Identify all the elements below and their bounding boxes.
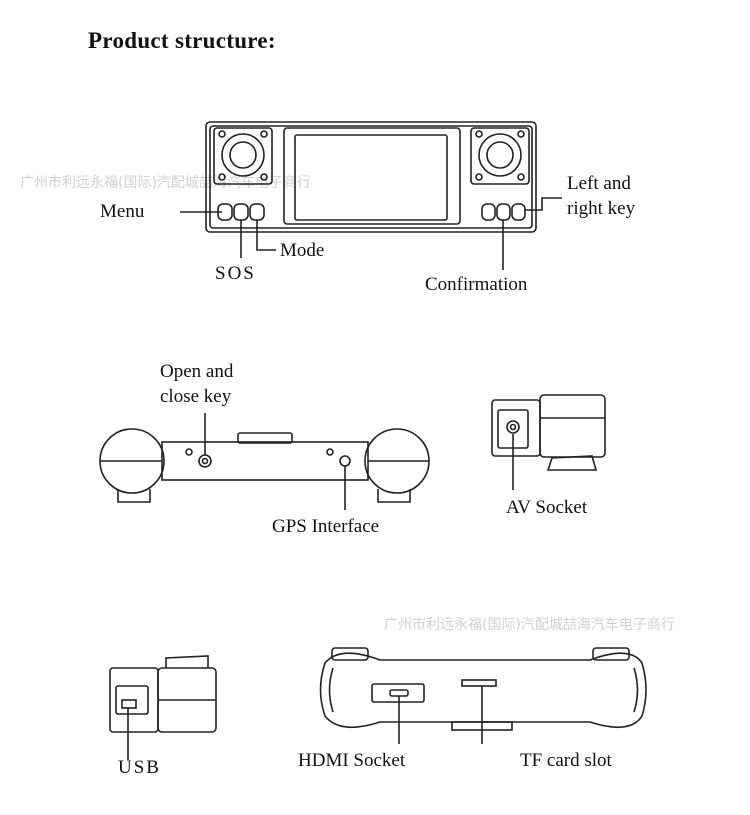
label-open-close-line1: Open and — [160, 361, 234, 382]
front-view-device — [205, 121, 537, 233]
label-gps-interface: GPS Interface — [272, 516, 380, 537]
label-open-close-line2: close key — [160, 386, 232, 407]
bottom-view-device — [319, 647, 647, 731]
label-menu: Menu — [100, 201, 145, 222]
top-view-device — [99, 428, 430, 503]
mode-button-shape — [249, 203, 265, 221]
watermark-bottom: 广州市利远永福(国际)汽配城喆海汽车电子商行 — [384, 617, 675, 633]
label-tf-card-slot: TF card slot — [520, 750, 612, 771]
label-usb: USB — [118, 757, 161, 778]
sos-button-shape — [233, 203, 249, 221]
label-left-right-key-line2: right key — [567, 198, 636, 219]
label-av-socket: AV Socket — [506, 497, 588, 518]
label-hdmi-socket: HDMI Socket — [298, 750, 406, 771]
side-view-av — [491, 394, 606, 471]
label-left-right-key-line1: Left and — [567, 173, 631, 194]
page-title: Product structure: — [88, 28, 276, 53]
watermark-top: 广州市利远永福(国际)汽配城喆海汽车电子商行 — [20, 175, 311, 191]
side-view-usb — [109, 655, 217, 733]
label-mode: Mode — [280, 240, 325, 261]
label-sos: SOS — [215, 263, 256, 284]
label-confirmation: Confirmation — [425, 274, 528, 295]
